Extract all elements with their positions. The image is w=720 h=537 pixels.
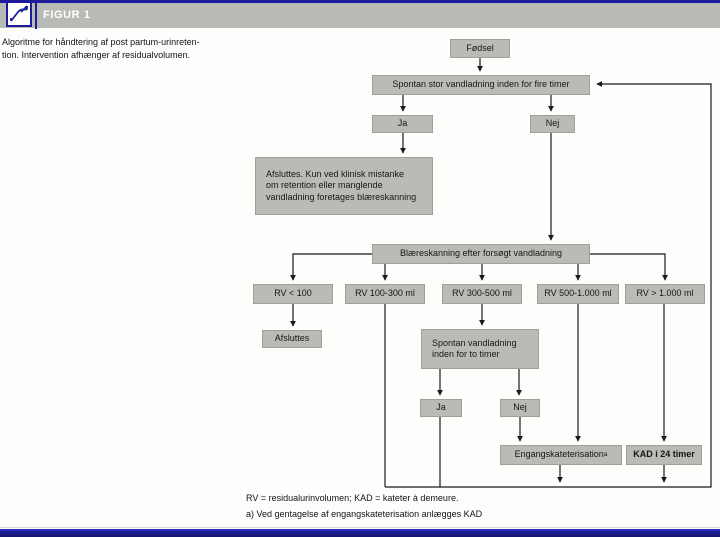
header-divider [35,0,37,29]
engangskateterisation-label: Engangskateterisation [514,449,604,460]
node-afsluttes-klinisk: Afsluttes. Kun ved klinisk mistanke om r… [255,157,433,215]
figure-label: FIGUR 1 [43,9,91,21]
node-rv-300-500: RV 300-500 ml [442,284,522,304]
node-ja-2: Ja [420,399,462,417]
caption-line-2: tion. Intervention afhænger af residualv… [2,49,191,60]
caption-line-1: Algoritme for håndtering af post partum-… [2,37,200,47]
line-chart-icon [6,1,32,27]
figure-caption: Algoritme for håndtering af post partum-… [2,36,200,61]
node-nej-1: Nej [530,115,575,133]
figure-footnotes: RV = residualurinvolumen; KAD = kateter … [246,491,482,522]
top-navy-line [0,0,720,3]
node-rv-100-300: RV 100-300 ml [345,284,425,304]
footnote-abbreviations: RV = residualurinvolumen; KAD = kateter … [246,493,459,503]
bottom-separator-line [0,527,720,528]
node-rv-lt-100: RV < 100 [253,284,333,304]
node-kad-24-timer: KAD i 24 timer [626,445,702,465]
node-rv-500-1000: RV 500-1.000 ml [537,284,619,304]
node-spontan-to-timer: Spontan vandladning inden for to timer [421,329,539,369]
node-rv-gt-1000: RV > 1.000 ml [625,284,705,304]
node-ja-1: Ja [372,115,433,133]
figure-header-bar [0,3,720,28]
node-blaereskanning: Blæreskanning efter forsøgt vandladning [372,244,590,264]
footnote-a: a) Ved gentagelse af engangskateterisati… [246,508,483,519]
node-nej-2: Nej [500,399,540,417]
node-fodsel: Fødsel [450,39,510,58]
node-spontan-fire-timer: Spontan stor vandladning inden for fire … [372,75,590,95]
bottom-navy-bar [0,529,720,537]
node-afsluttes: Afsluttes [262,330,322,348]
